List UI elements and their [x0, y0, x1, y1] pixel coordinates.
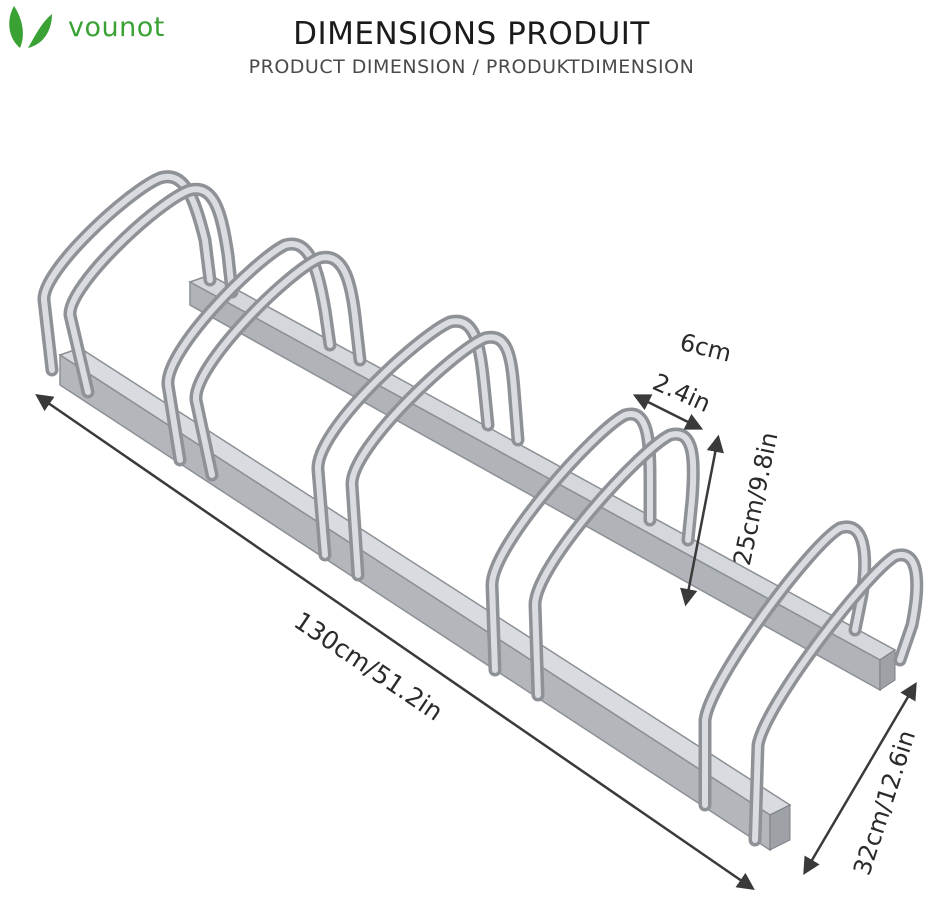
leaf-logo-icon [9, 6, 52, 48]
gap-arrow [632, 394, 704, 430]
brand: vounot [6, 4, 165, 50]
hoops [37, 170, 924, 847]
page-subtitle: PRODUCT DIMENSION / PRODUKTDIMENSION [248, 56, 695, 78]
page-title: DIMENSIONS PRODUIT [293, 16, 650, 52]
length-arrow [35, 394, 755, 890]
brand-name: vounot [68, 11, 165, 43]
height-arrow [680, 434, 724, 607]
width-arrow [803, 681, 917, 876]
